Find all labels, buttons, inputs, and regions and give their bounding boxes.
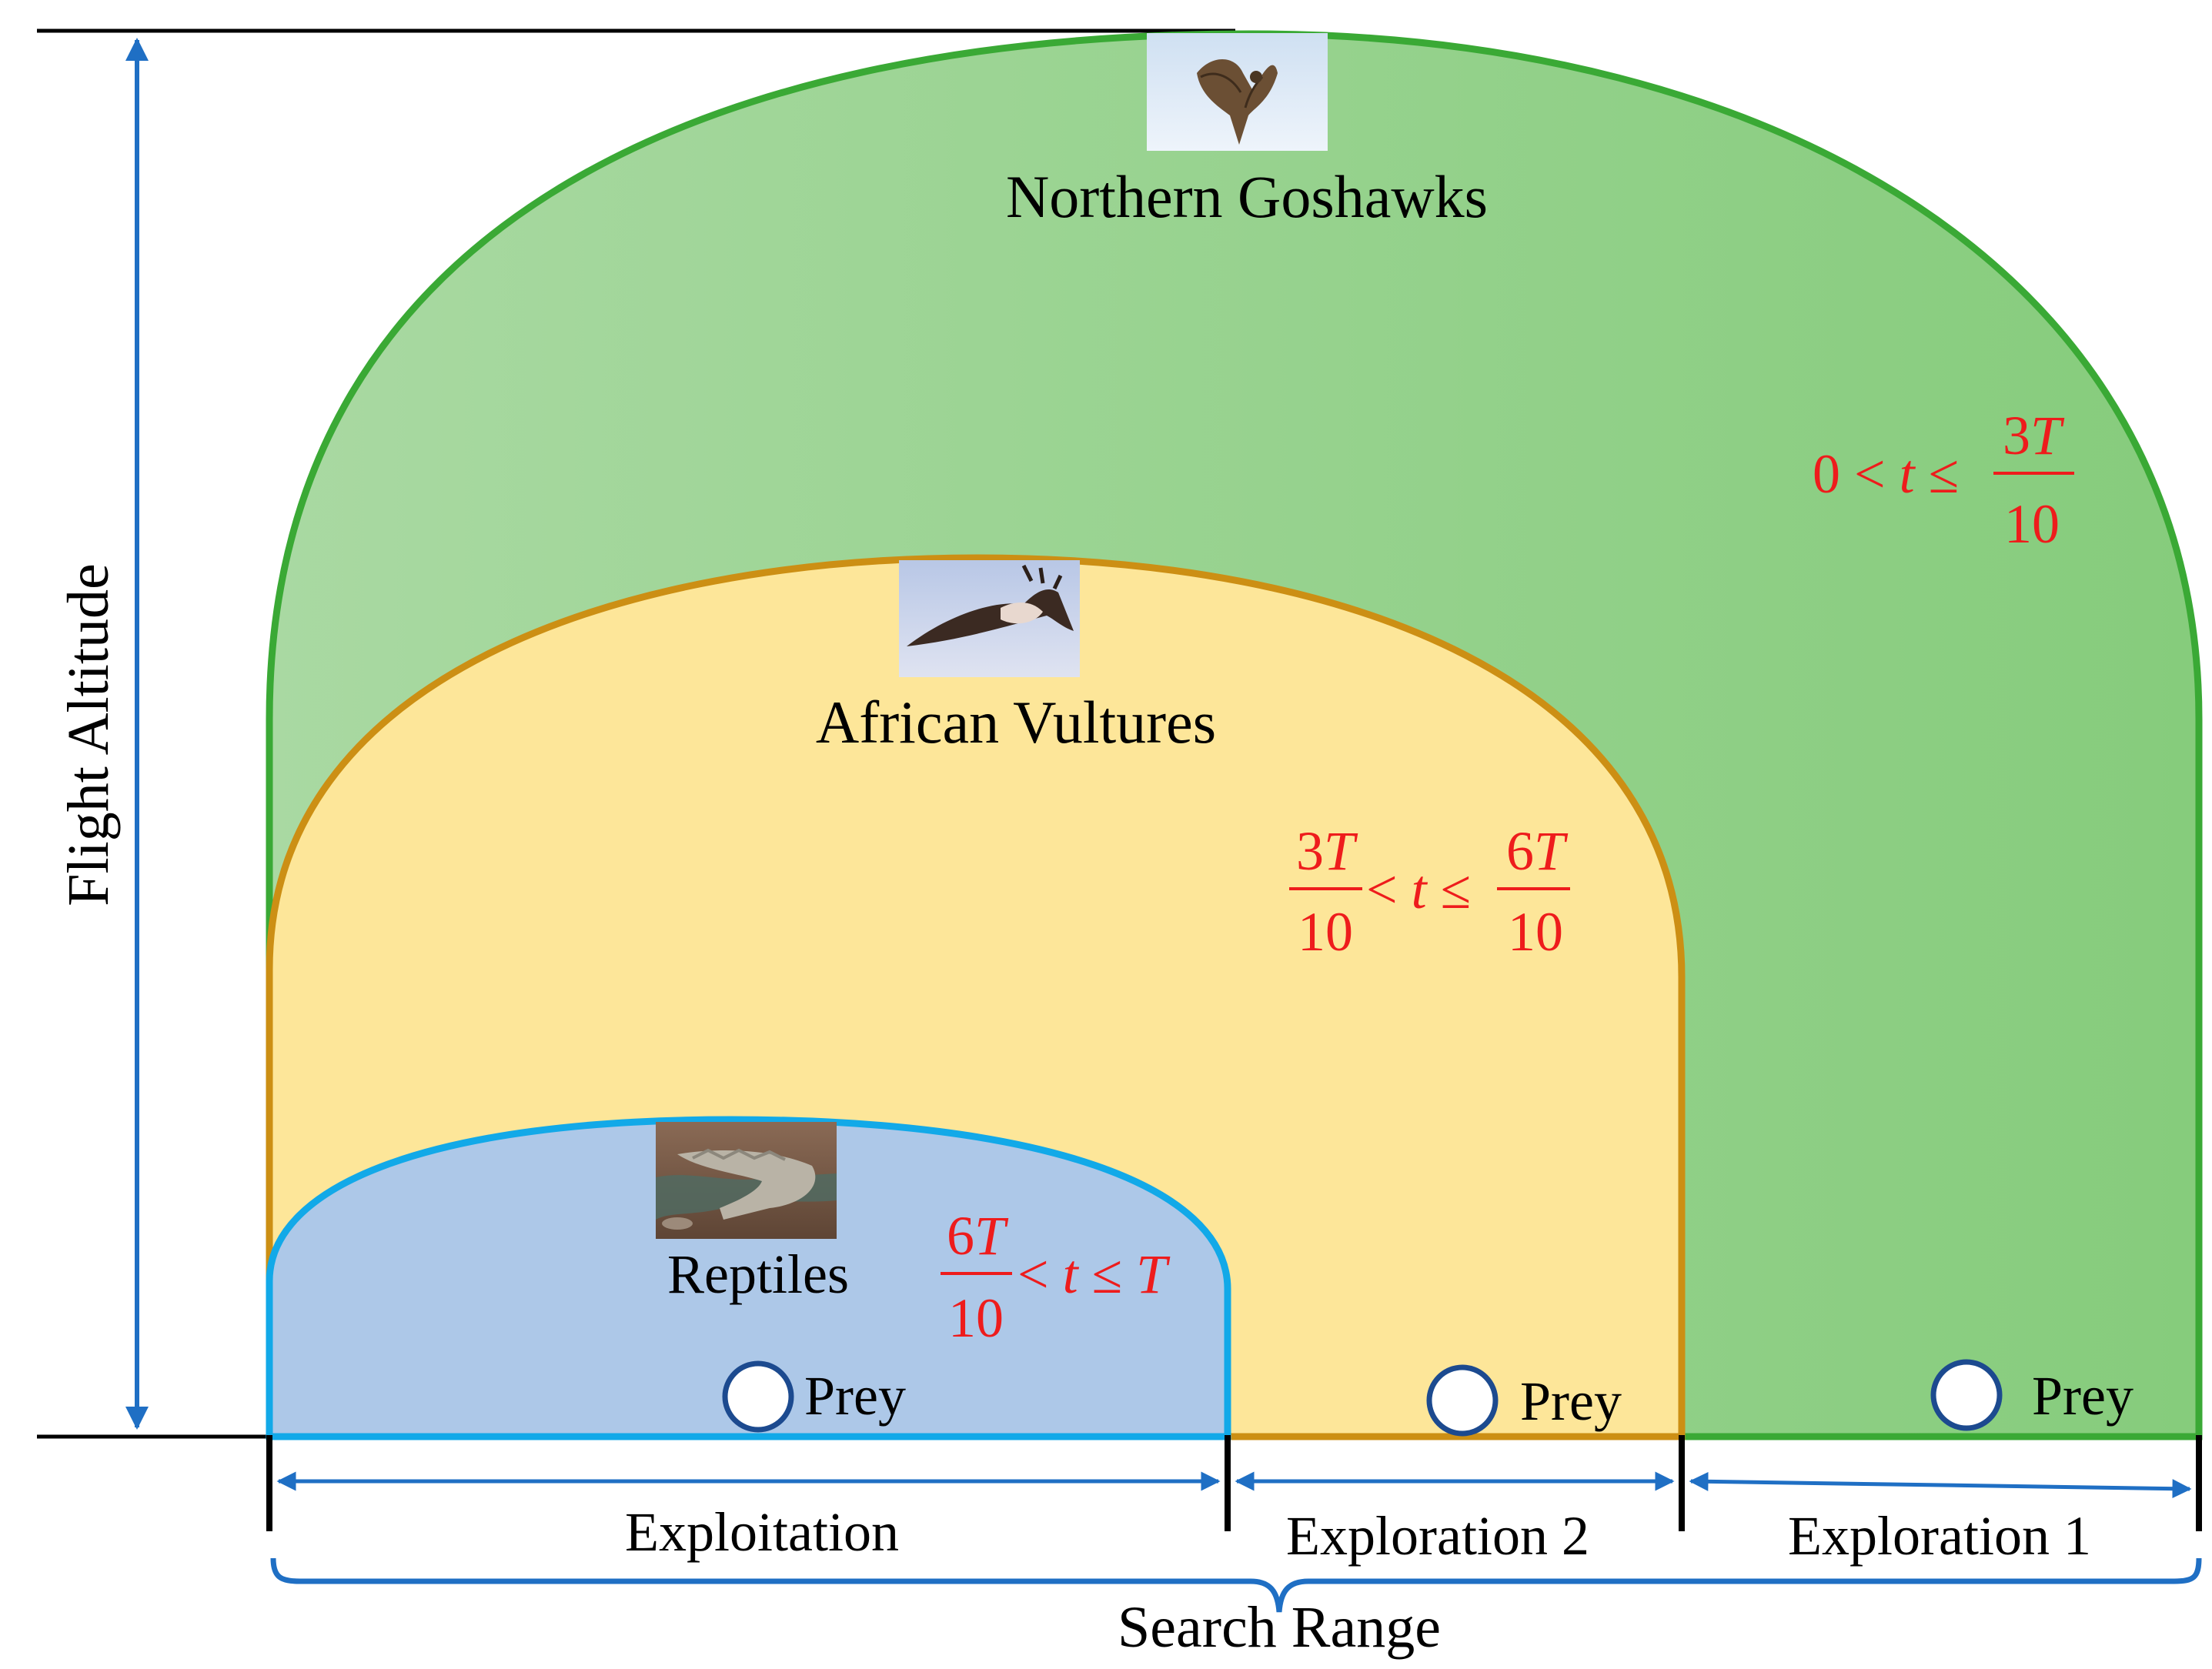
svg-text:10: 10: [948, 1287, 1004, 1349]
vulture-label: African Vultures: [816, 689, 1216, 756]
prey-marker: Prey: [722, 1360, 906, 1433]
crocodile-photo: [656, 1122, 837, 1239]
svg-text:< t ≤ T: < t ≤ T: [1017, 1243, 1171, 1305]
svg-text:10: 10: [1298, 901, 1353, 963]
svg-text:10: 10: [1508, 901, 1563, 963]
northern-goshawk-photo: [1147, 33, 1328, 151]
svg-text:6T: 6T: [1506, 820, 1569, 882]
phase-label-exploration-1: Exploration 1: [1788, 1505, 2091, 1567]
phase-label-exploration-2: Exploration 2: [1286, 1505, 1589, 1567]
goshawk-label: Northern Goshawks: [1006, 163, 1488, 230]
goshawk-condition: 0 < t ≤ 3T 10: [1813, 405, 2074, 555]
african-vulture-photo: [899, 560, 1080, 677]
svg-text:Prey: Prey: [1520, 1370, 1622, 1432]
svg-text:3T: 3T: [2003, 405, 2065, 466]
reptile-label: Reptiles: [667, 1243, 849, 1305]
search-range-brace: [270, 1557, 2202, 1613]
svg-text:Prey: Prey: [804, 1365, 906, 1427]
altitude-axis-label: Flight Altitude: [56, 563, 121, 906]
svg-text:3T: 3T: [1296, 820, 1358, 882]
vulture-condition: 3T 10 < t ≤ 6T 10: [1289, 820, 1570, 963]
svg-text:6T: 6T: [947, 1205, 1009, 1267]
search-range-label: Search Range: [1118, 1595, 1441, 1660]
svg-text:Prey: Prey: [2032, 1365, 2133, 1427]
phase-label-exploitation: Exploitation: [625, 1501, 899, 1563]
exploration-1-arrow: [1689, 1471, 2192, 1499]
prey-marker: Prey: [1930, 1359, 2133, 1431]
reptile-region: [266, 1116, 1231, 1440]
prey-marker: Prey: [1426, 1364, 1622, 1437]
svg-text:< t ≤: < t ≤: [1366, 859, 1471, 920]
reptile-condition: 6T 10 < t ≤ T: [941, 1205, 1171, 1349]
svg-text:10: 10: [2004, 493, 2060, 555]
svg-text:0 < t ≤: 0 < t ≤: [1813, 443, 1959, 505]
